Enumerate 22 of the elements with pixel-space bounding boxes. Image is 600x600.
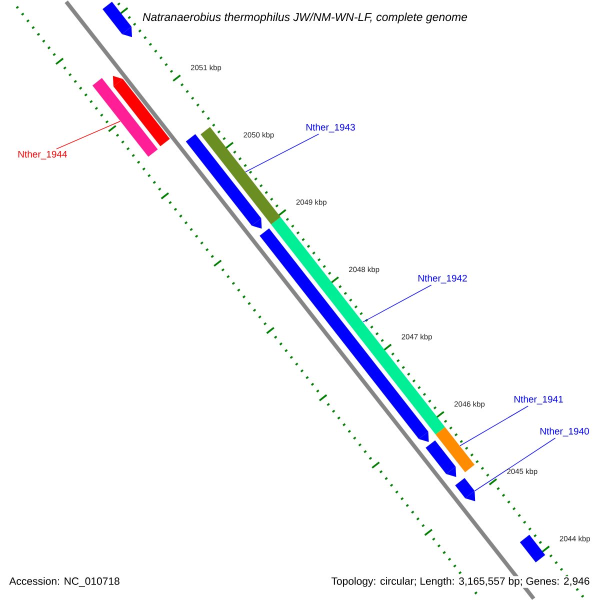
gene-feature: [455, 478, 476, 502]
gene-feature: [112, 76, 170, 146]
leader-line: [460, 406, 528, 446]
leader-line: [474, 438, 556, 492]
gene-label: Nther_1941: [514, 396, 563, 404]
title: Natranaerobius thermophilus JW/NM-WN-LF, complete genome: [142, 12, 468, 24]
leader-line: [245, 134, 320, 172]
gene-bar: [436, 427, 475, 472]
gene-label: Nther_1944: [18, 150, 67, 160]
leader-line: [362, 284, 432, 322]
gene-label: Nther_1942: [418, 274, 467, 284]
gene-label: Nther_1943: [306, 124, 355, 132]
gene-label: Nther_1940: [540, 428, 589, 436]
gene-feature: [426, 440, 456, 477]
gene-bar: [520, 534, 546, 562]
gene-feature: [102, 2, 132, 38]
gene-bar: [92, 78, 158, 157]
genome-info-text: Topology: circular; Length: 3,165,557 bp; Genes: 2,946: [330, 576, 591, 588]
accession-text: Accession: NC_010718: [9, 577, 120, 587]
gene-bar: [200, 126, 281, 225]
leader-line: [56, 120, 121, 150]
gene-feature: [186, 134, 262, 229]
